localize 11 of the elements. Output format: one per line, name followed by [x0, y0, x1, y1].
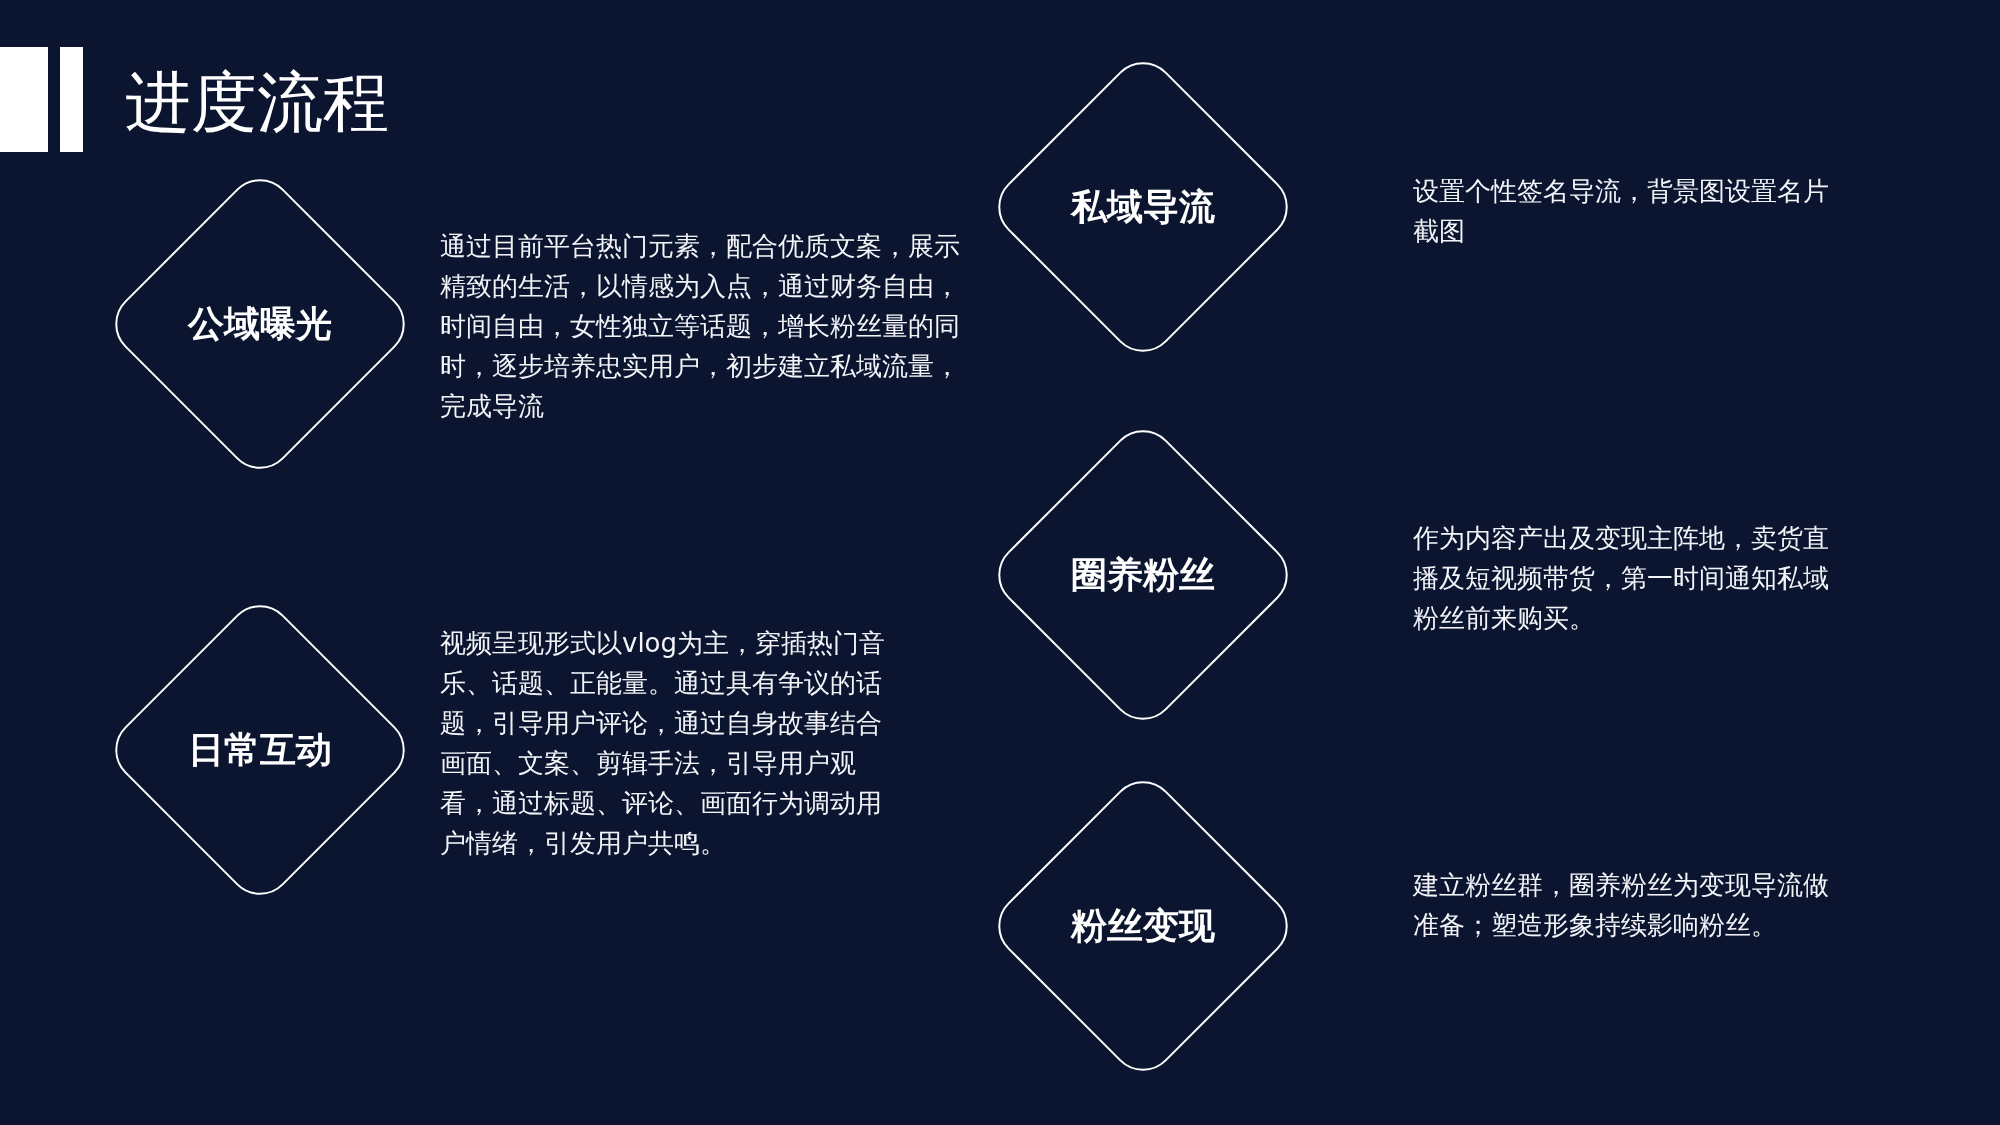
description-text: 作为内容产出及变现主阵地，卖货直播及短视频带货，第一时间通知私域粉丝前来购买。 — [1413, 522, 1830, 635]
description-text: 建立粉丝群，圈养粉丝为变现导流做准备；塑造形象持续影响粉丝。 — [1413, 869, 1830, 942]
node-label: 圈养粉丝 — [1071, 552, 1215, 597]
description-text: 视频呈现形式以vlog为主，穿插热门音乐、话题、正能量。通过具有争议的话题，引导用户评论，通过自身故事结合画面、文案、剪辑手法，引导用户观看，通过标题、评论、画面行为调动用户情绪，引发用户共鸣。 — [440, 627, 887, 860]
node-label: 日常互动 — [188, 727, 332, 772]
node-label: 公域曝光 — [188, 301, 332, 346]
node-label: 粉丝变现 — [1071, 903, 1215, 948]
description-text: 通过目前平台热门元素，配合优质文案，展示精致的生活，以情感为入点，通过财务自由，时间自由，女性独立等话题，增长粉丝量的同时，逐步培养忠实用户，初步建立私域流量，完成导流 — [440, 230, 961, 423]
page-title: 进度流程 — [125, 63, 389, 143]
node-label: 私域导流 — [1071, 184, 1215, 229]
description-text: 设置个性签名导流，背景图设置名片截图 — [1413, 175, 1830, 248]
